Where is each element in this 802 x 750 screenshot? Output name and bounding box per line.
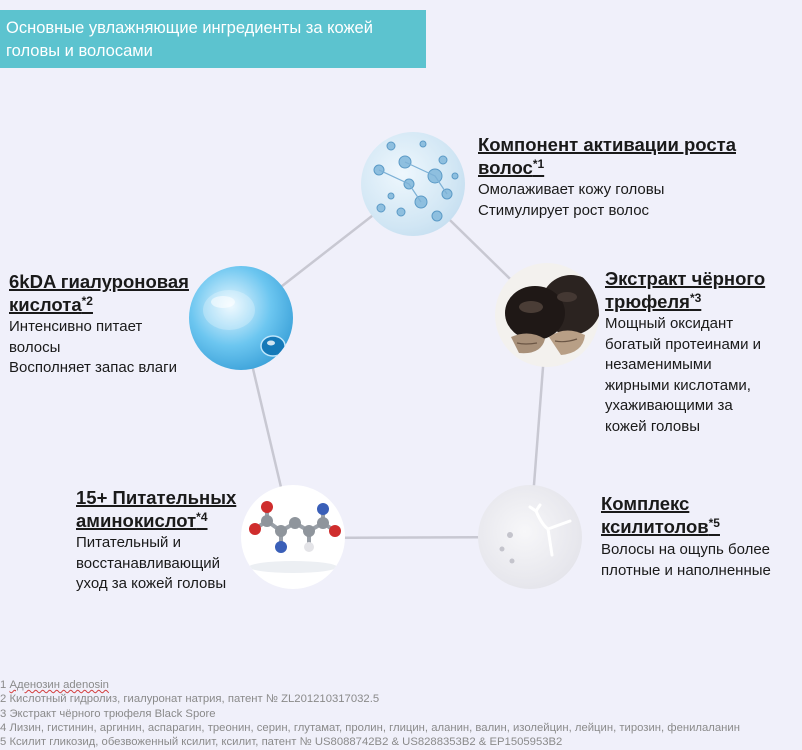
bubbles-icon [373,140,459,222]
ingredient-title: Компонент активации роста волос*1 [478,134,736,178]
xylitol-molecule-image [478,485,582,589]
description-line: уход за кожей головы [76,575,227,592]
footnote: 1 Аденозин adenosin [0,679,109,691]
description-line: ухаживающими за [605,397,733,414]
footnote: 4 Лизин, гистинин, аргинин, аспарагин, т… [0,721,740,734]
page-title: Основные увлажняющие ингредиенты за коже… [6,19,373,60]
molecule-icon [499,503,572,564]
description-line: волосы [9,338,61,356]
ingredient-description: Омолаживает кожу головы Стимулирует рост… [478,180,664,221]
ingredient-title: Комплекс ксилитолов*5 [601,493,720,537]
black-truffle-image [495,263,599,367]
description-line: Омолаживает кожу головы [478,181,665,198]
description-line: Мощный оксидант [605,315,734,332]
droplet-icon [203,290,286,357]
ingredient-title: Экстракт чёрного трюфеля*3 [605,268,766,312]
truffle-icon [505,275,599,355]
water-bubbles-image [361,132,465,236]
header-banner: Основные увлажняющие ингредиенты за коже… [0,10,426,68]
footnote: 3 Экстракт чёрного трюфеля Black Spore [0,707,216,720]
description-line: незаменимыми [605,356,712,373]
footnote: 2 Кислотный гидролиз, гиалуронат натрия,… [0,693,380,706]
ingredient-description: Интенсивно питает волосы Восполняет запа… [9,317,177,379]
description-line: Питательный и [76,534,181,551]
description-line: плотные и наполненные [601,561,771,579]
ingredient-description: Питательный и восстанавливающий уход за … [76,533,226,595]
description-line: жирными кислотами, [605,376,751,394]
description-line: восстанавливающий [76,554,221,572]
ingredient-title: 6kDA гиалуроновая кислота*2 [9,271,189,315]
footnote: 5 Ксилит гликозид, обезвоженный ксилит, … [0,736,563,749]
amino-acid-icon [249,501,341,573]
description-line: кожей головы [605,417,700,435]
amino-acid-molecule-image [241,485,345,589]
description-line: Восполняет запас влаги [9,359,177,376]
ingredient-description: Мощный оксидант богатый протеинами и нез… [605,314,761,437]
description-line: богатый протеинами и [605,335,762,353]
ingredient-title: 15+ Питательных аминокислот*4 [76,487,237,531]
footnotes: 1 Аденозин adenosin 2 Кислотный гидролиз… [0,678,740,749]
description-line: Интенсивно питает [9,318,143,335]
hyaluronic-droplet-image [189,266,293,370]
description-line: Волосы на ощупь более [601,541,771,558]
description-line: Стимулирует рост волос [478,201,650,219]
ingredient-description: Волосы на ощупь более плотные и наполнен… [601,540,771,581]
